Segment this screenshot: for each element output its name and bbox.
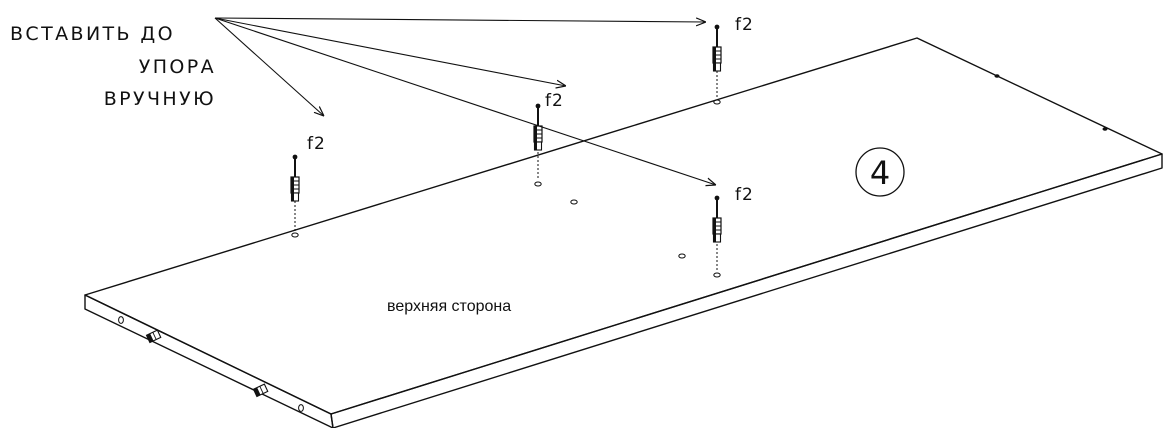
step-number: 4 — [870, 154, 890, 192]
face-hole — [534, 181, 542, 187]
leader-arrow — [214, 17, 716, 185]
face-hole — [713, 99, 721, 105]
instruction-line-1: ВСТАВИТЬ ДО — [10, 23, 175, 45]
panel — [84, 37, 1163, 428]
edge-dowel — [145, 329, 162, 344]
instruction-line-2: УПОРА — [139, 56, 216, 78]
part-label-f2: f2 — [735, 15, 754, 35]
leader-arrow — [214, 18, 706, 22]
dowel-4 — [712, 194, 722, 271]
dowel-2 — [533, 102, 543, 180]
face-hole — [713, 272, 721, 278]
step-badge: 4 — [855, 147, 905, 197]
panel-top-face — [84, 37, 1163, 415]
side-label: верхняя сторона — [387, 298, 511, 315]
panel-left-edge — [84, 294, 334, 428]
part-label-f2: f2 — [307, 134, 326, 154]
face-hole — [570, 199, 578, 205]
face-hole — [291, 232, 299, 238]
leader-arrows — [214, 17, 716, 185]
edge-dowel — [252, 383, 269, 398]
part-label-f2: f2 — [735, 185, 754, 205]
edge-bump — [1102, 127, 1108, 131]
edge-bump — [994, 74, 1000, 78]
edge-hole — [298, 404, 304, 412]
leader-arrow — [214, 17, 566, 86]
face-hole — [678, 253, 686, 259]
edge-hole — [118, 316, 124, 324]
dowel-1 — [290, 153, 300, 231]
part-label-f2: f2 — [545, 91, 564, 111]
leader-arrow — [214, 17, 324, 116]
instruction-line-3: ВРУЧНУЮ — [104, 88, 216, 110]
dowel-3 — [712, 23, 722, 98]
